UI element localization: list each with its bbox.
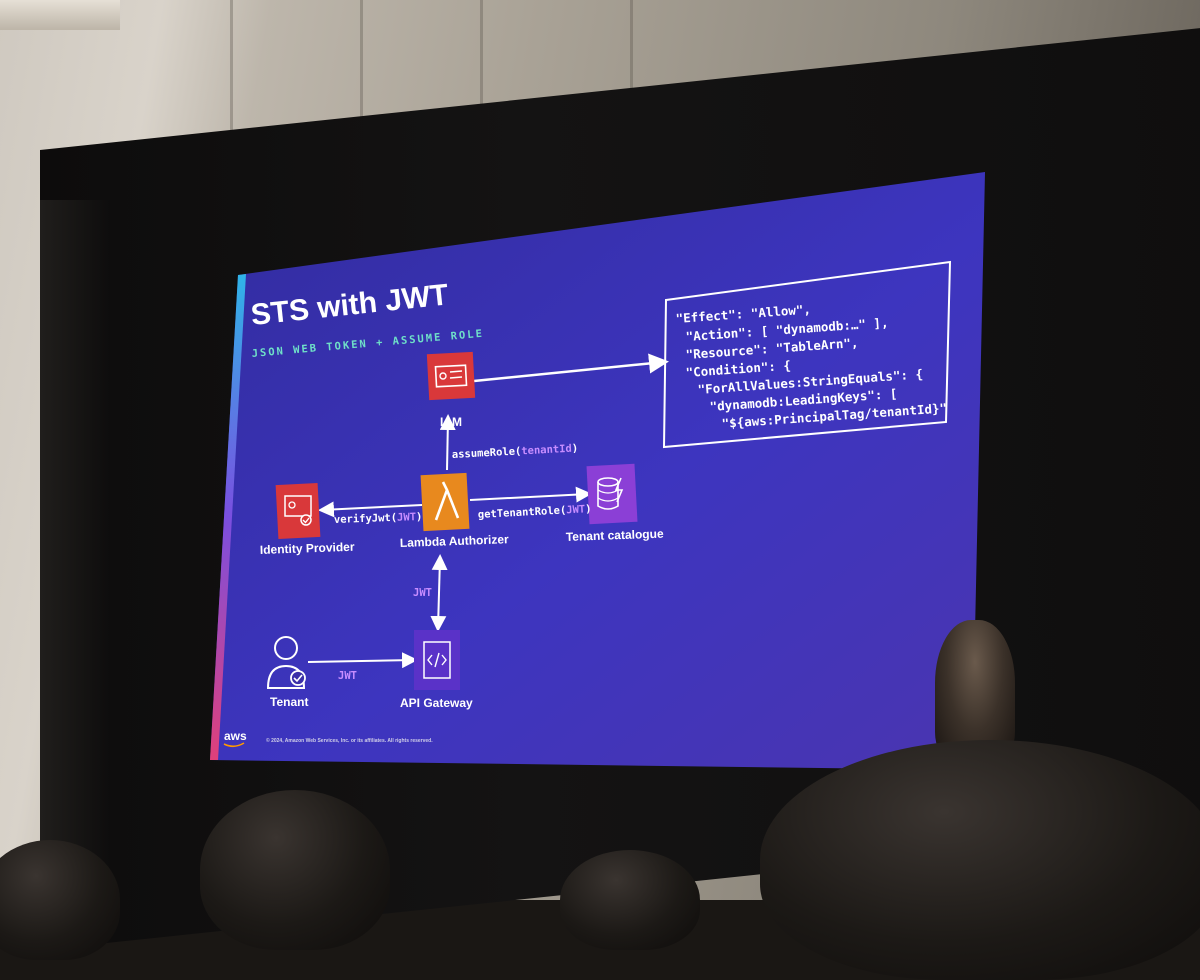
audience-head <box>560 850 700 950</box>
slide-accent-bar <box>210 274 246 760</box>
tenant-to-gateway-arrow <box>307 652 418 669</box>
api-gateway-label: API Gateway <box>400 696 473 710</box>
verify-jwt-arrow <box>318 501 423 518</box>
assume-role-label: assumeRole(tenantId) <box>452 442 579 461</box>
tenant-catalogue-icon <box>586 463 638 525</box>
get-tenant-role-label: getTenantRole(JWT) <box>478 503 592 521</box>
jwt-vertical-label: JWT <box>413 587 432 599</box>
policy-line: "Condition": { <box>685 358 791 380</box>
policy-box <box>662 260 952 449</box>
api-gateway-icon <box>414 630 460 690</box>
jwt-horizontal-label: JWT <box>338 670 357 682</box>
lambda-icon <box>420 472 470 532</box>
wall-panel-line <box>480 0 483 200</box>
aws-logo-smile <box>223 742 245 748</box>
audience-head <box>760 740 1200 980</box>
presenter-silhouette <box>935 620 1015 760</box>
wall-panel-line <box>360 0 363 200</box>
audience-head <box>200 790 390 950</box>
identity-provider-label: Identity Provider <box>260 540 355 557</box>
tenant-catalogue-label: Tenant catalogue <box>566 527 665 544</box>
tenant-user-icon <box>266 636 306 689</box>
projection-screen: STS with JWT JSON WEB TOKEN + ASSUME ROL… <box>210 172 985 770</box>
iam-to-policy-arrow <box>473 353 669 383</box>
verify-jwt-label: verifyJwt(JWT) <box>334 511 423 526</box>
wall-panel-line <box>230 0 233 200</box>
lambda-authorizer-label: Lambda Authorizer <box>400 532 510 550</box>
assume-role-arrow <box>439 414 456 471</box>
iam-label: IAM <box>440 415 462 429</box>
curtain-fold <box>40 200 110 900</box>
copyright-notice: © 2024, Amazon Web Services, Inc. or its… <box>266 737 433 744</box>
aws-logo: aws <box>224 729 247 743</box>
slide: STS with JWT JSON WEB TOKEN + ASSUME ROL… <box>210 172 985 770</box>
wall-molding <box>0 0 120 30</box>
get-tenant-role-arrow <box>469 486 592 503</box>
jwt-bidirectional-arrow <box>430 554 448 632</box>
iam-icon <box>426 351 476 401</box>
tenant-label: Tenant <box>270 695 308 709</box>
identity-provider-icon <box>275 482 321 540</box>
